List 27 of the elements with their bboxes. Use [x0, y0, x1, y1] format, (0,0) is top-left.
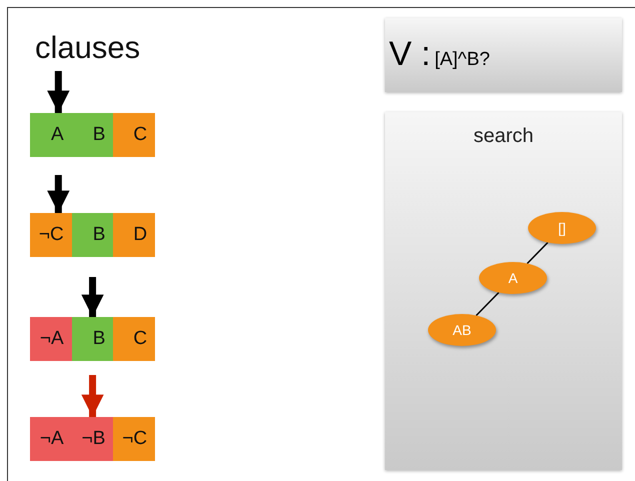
clause-literal-cell: ¬C: [113, 417, 156, 461]
assignment-panel: [385, 18, 622, 92]
clause-literal-cell: ¬A: [30, 317, 72, 361]
clause-literal-cell: C: [113, 113, 156, 157]
clause-literal-cell: ¬A: [30, 417, 72, 461]
pointer-arrow: [81, 277, 104, 317]
clause-literal-cell: ¬C: [30, 213, 72, 257]
search-tree-node: AB: [428, 314, 496, 346]
panel-title: search: [472, 125, 535, 148]
tree-link: [526, 242, 548, 264]
pointer-arrow: [81, 375, 104, 417]
clause-literal-cell: C: [113, 317, 156, 361]
clause-literal-cell: A: [30, 113, 72, 157]
clause-literal-cell: B: [72, 113, 114, 157]
clause-literal-cell: B: [72, 213, 114, 257]
pointer-arrow: [47, 175, 70, 213]
search-tree-node: []: [528, 212, 596, 244]
clause-literal-cell: D: [113, 213, 156, 257]
search-tree-node: A: [479, 262, 547, 294]
tree-link: [476, 292, 500, 316]
assignment-text: [A]^B?: [434, 49, 490, 71]
clause-literal-cell: B: [72, 317, 114, 361]
pointer-arrow: [47, 71, 70, 113]
clause-literal-cell: ¬B: [72, 417, 114, 461]
search-panel: [385, 112, 622, 470]
variable-symbol: V :: [389, 35, 431, 74]
section-heading: clauses: [35, 30, 140, 66]
